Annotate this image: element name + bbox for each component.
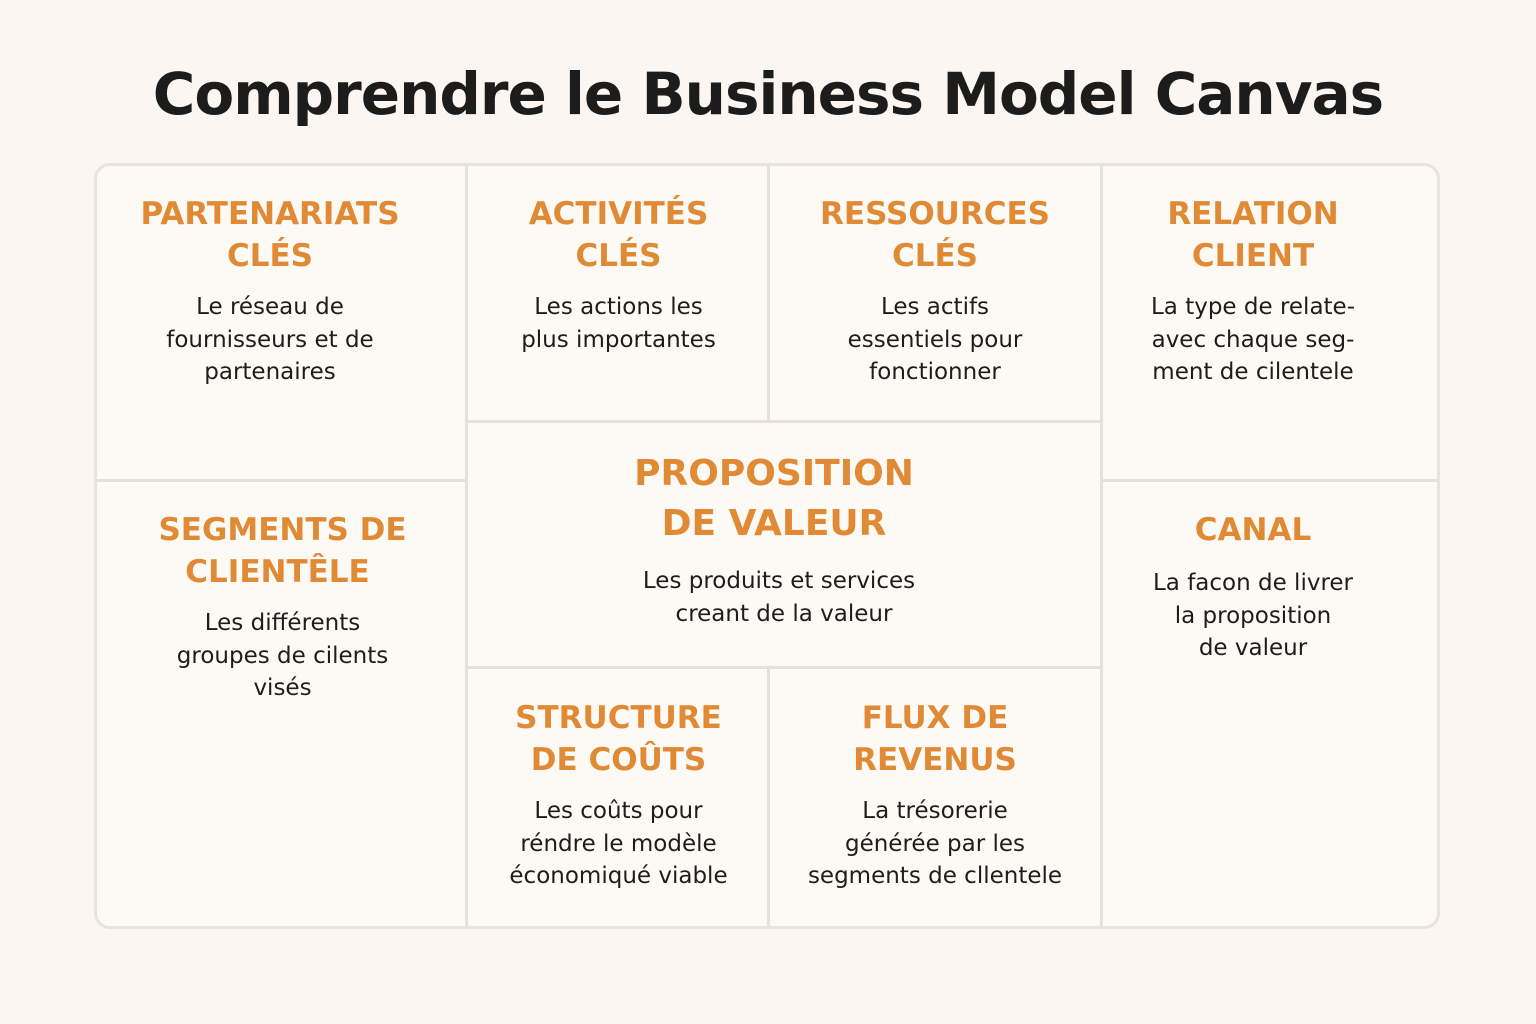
block-title-line: FLUX DE: [861, 700, 1009, 736]
block-description-line: Les différents: [204, 610, 361, 636]
block-title: SEGMENTS DE CLIENTÊLE: [110, 509, 455, 593]
block-title-line: CLÉS: [891, 238, 978, 274]
block-title-line: CLÉS: [226, 238, 313, 274]
block-segments-de-clientele: SEGMENTS DE CLIENTÊLE Les différents gro…: [110, 509, 455, 705]
block-description-line: La facon de livrer: [1152, 570, 1354, 596]
block-description-line: visés: [253, 675, 312, 701]
divider-horizontal-right: [1103, 479, 1437, 482]
block-title-line: DE COÛTS: [530, 742, 707, 778]
block-description-line: de valeur: [1198, 635, 1308, 661]
block-title-line: DE VALEUR: [661, 503, 887, 544]
block-description-line: partenaires: [204, 359, 336, 385]
page-title: Comprendre le Business Model Canvas: [152, 60, 1384, 128]
block-title-line: ACTIVITÉS: [528, 196, 709, 232]
block-description: Les différents groupes de cilents visés: [110, 607, 455, 705]
divider-horizontal-left: [97, 479, 465, 482]
block-activites-cles: ACTIVITÉS CLÉS Les actions les plus impo…: [470, 193, 767, 356]
block-description: Les coûts pour réndre le modèle économiq…: [470, 795, 767, 893]
block-description-line: Le réseau de: [196, 294, 344, 320]
divider-horizontal-center-top: [468, 420, 1100, 423]
divider-vertical-left: [465, 166, 468, 926]
block-description-line: avec chaque seg-: [1151, 326, 1355, 353]
block-partenariats-cles: PARTENARIATS CLÉS Le réseau de fournisse…: [100, 193, 440, 389]
block-description-line: Les coûts pour: [534, 798, 703, 824]
block-ressources-cles: RESSOURCES CLÉS Les actifs essentiels po…: [770, 193, 1100, 389]
block-description-line: fournisseurs et de: [166, 326, 374, 353]
block-title: RESSOURCES CLÉS: [770, 193, 1100, 277]
divider-vertical-right: [1100, 166, 1103, 926]
block-title-line: CLIENTÊLE: [185, 554, 370, 590]
block-description-line: Les actions les: [534, 294, 703, 320]
block-description-line: La trésorerie: [862, 798, 1008, 824]
block-description: La type de relate- avec chaque seg- ment…: [1103, 291, 1403, 389]
block-title-line: SEGMENTS DE: [158, 512, 407, 548]
block-title-line: RESSOURCES: [820, 196, 1050, 232]
block-title: RELATION CLIENT: [1103, 193, 1403, 277]
block-description-line: Les produits et services: [642, 568, 916, 594]
block-title: CANAL: [1103, 509, 1403, 551]
divider-horizontal-center-bottom: [468, 666, 1100, 669]
block-canal: CANAL La facon de livrer la proposition …: [1103, 509, 1403, 665]
block-title-line: CLÉS: [575, 238, 662, 274]
block-description-line: groupes de cilents: [176, 642, 389, 669]
block-title-line: PARTENARIATS: [140, 196, 400, 232]
block-title-line: CLIENT: [1191, 238, 1315, 274]
block-description: La trésorerie générée par les segments d…: [770, 795, 1100, 893]
block-description: Le réseau de fournisseurs et de partenai…: [100, 291, 440, 389]
block-description-line: réndre le modèle: [520, 830, 717, 857]
block-description: Les actifs essentiels pour fonctionner: [770, 291, 1100, 389]
block-description-line: ment de cilentele: [1152, 359, 1354, 385]
block-title-line: REVENUS: [853, 742, 1017, 778]
block-title-line: RELATION: [1167, 196, 1339, 232]
block-description-line: fonctionner: [869, 359, 1001, 385]
block-description-line: Les actifs: [880, 294, 990, 320]
block-description-line: la proposition: [1174, 602, 1332, 629]
block-title: PROPOSITION DE VALEUR: [468, 449, 1100, 549]
block-title-line: PROPOSITION: [634, 453, 914, 494]
block-title: ACTIVITÉS CLÉS: [470, 193, 767, 277]
divider-vertical-center: [767, 166, 770, 422]
divider-vertical-center-bottom: [767, 668, 770, 926]
block-description-line: générée par les: [844, 830, 1026, 857]
block-proposition-de-valeur: PROPOSITION DE VALEUR Les produits et se…: [468, 449, 1100, 630]
block-description: Les actions les plus importantes: [470, 291, 767, 356]
block-description: La facon de livrer la proposition de val…: [1103, 567, 1403, 665]
block-description-line: La type de relate-: [1150, 294, 1356, 320]
block-description: Les produits et services creant de la va…: [468, 565, 1100, 630]
block-title-line: CANAL: [1194, 512, 1312, 548]
block-relation-client: RELATION CLIENT La type de relate- avec …: [1103, 193, 1403, 389]
block-title: PARTENARIATS CLÉS: [100, 193, 440, 277]
block-title: STRUCTURE DE COÛTS: [470, 697, 767, 781]
block-title: FLUX DE REVENUS: [770, 697, 1100, 781]
block-title-line: STRUCTURE: [515, 700, 722, 736]
block-description-line: économiqué viable: [509, 863, 728, 889]
block-flux-de-revenus: FLUX DE REVENUS La trésorerie générée pa…: [770, 697, 1100, 893]
block-description-line: plus importantes: [521, 326, 716, 353]
block-description-line: segments de cllentele: [807, 863, 1063, 889]
block-description-line: creant de la valeur: [675, 600, 893, 627]
block-structure-de-couts: STRUCTURE DE COÛTS Les coûts pour réndre…: [470, 697, 767, 893]
block-description-line: essentiels pour: [847, 326, 1023, 353]
